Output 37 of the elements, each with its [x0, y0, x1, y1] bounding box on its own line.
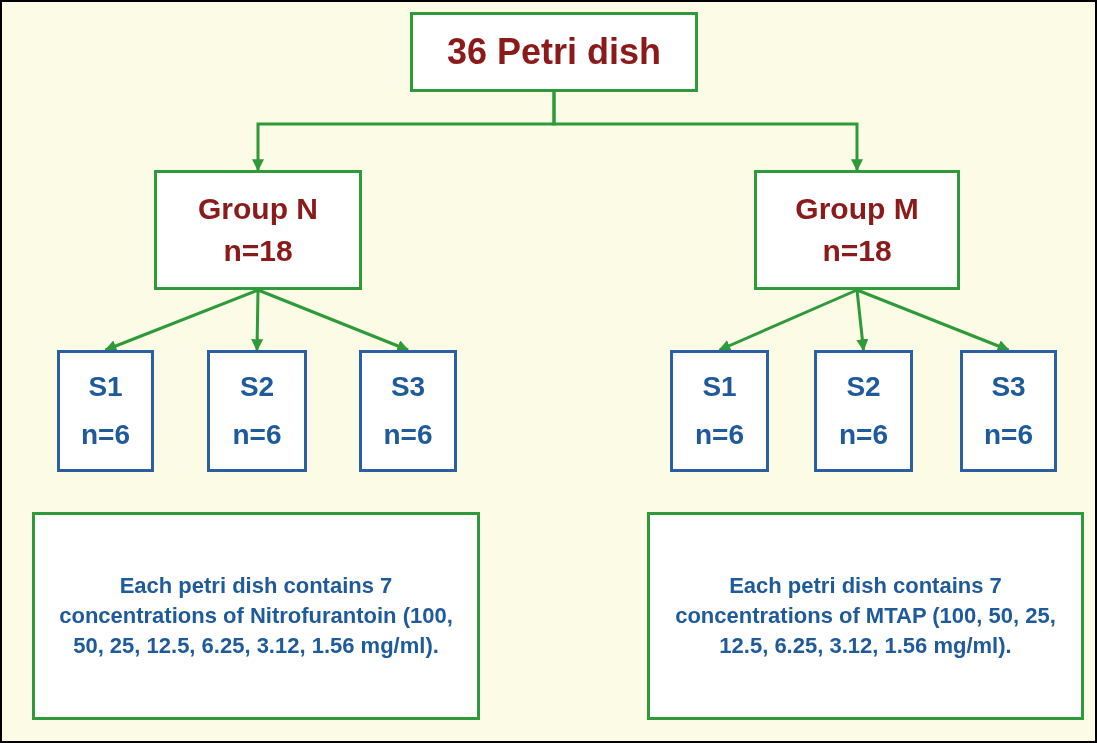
note-text: Each petri dish contains 7 concentrations of Nitrofurantoin (100, 50, 25, 12.5, 6.25, 3.12, 1.56 mg/ml). — [58, 572, 454, 660]
subgroup-box — [814, 350, 913, 472]
group-box — [754, 170, 960, 290]
note-box — [647, 512, 1084, 720]
note-box — [32, 512, 480, 720]
subgroup-box — [57, 350, 154, 472]
node-text: S1 — [702, 373, 737, 401]
arrow — [718, 288, 858, 352]
subgroup-box — [670, 350, 769, 472]
arrow — [856, 288, 1010, 352]
arrow — [251, 289, 264, 352]
node-title: 36 Petri dish — [446, 30, 662, 74]
subgroup-box — [960, 350, 1057, 472]
node-text: S2 — [846, 373, 881, 401]
node-text: n=6 — [383, 421, 433, 449]
node-text: Group M — [795, 194, 919, 224]
node-text: n=6 — [984, 421, 1033, 449]
subgroup-box — [359, 350, 457, 472]
root-box — [410, 12, 698, 92]
node-text: Group N — [198, 194, 318, 224]
node-text: n=6 — [839, 421, 888, 449]
subgroup-box — [207, 350, 307, 472]
arrow — [257, 288, 410, 352]
node-text: n=18 — [223, 236, 293, 266]
node-text: S3 — [991, 373, 1026, 401]
node-text: n=18 — [822, 236, 892, 266]
node-text: S2 — [239, 373, 275, 401]
node-text: n=6 — [81, 421, 130, 449]
node-text: n=6 — [695, 421, 744, 449]
node-text: S1 — [88, 373, 123, 401]
node-text: n=6 — [232, 421, 282, 449]
arrow — [104, 288, 259, 352]
arrow — [552, 92, 863, 172]
arrow — [855, 289, 869, 352]
node-text: S3 — [390, 373, 426, 401]
note-text: Each petri dish contains 7 concentrations of MTAP (100, 50, 25, 12.5, 6.25, 3.12, 1.56 mg/ml). — [674, 572, 1057, 660]
group-box — [154, 170, 362, 290]
